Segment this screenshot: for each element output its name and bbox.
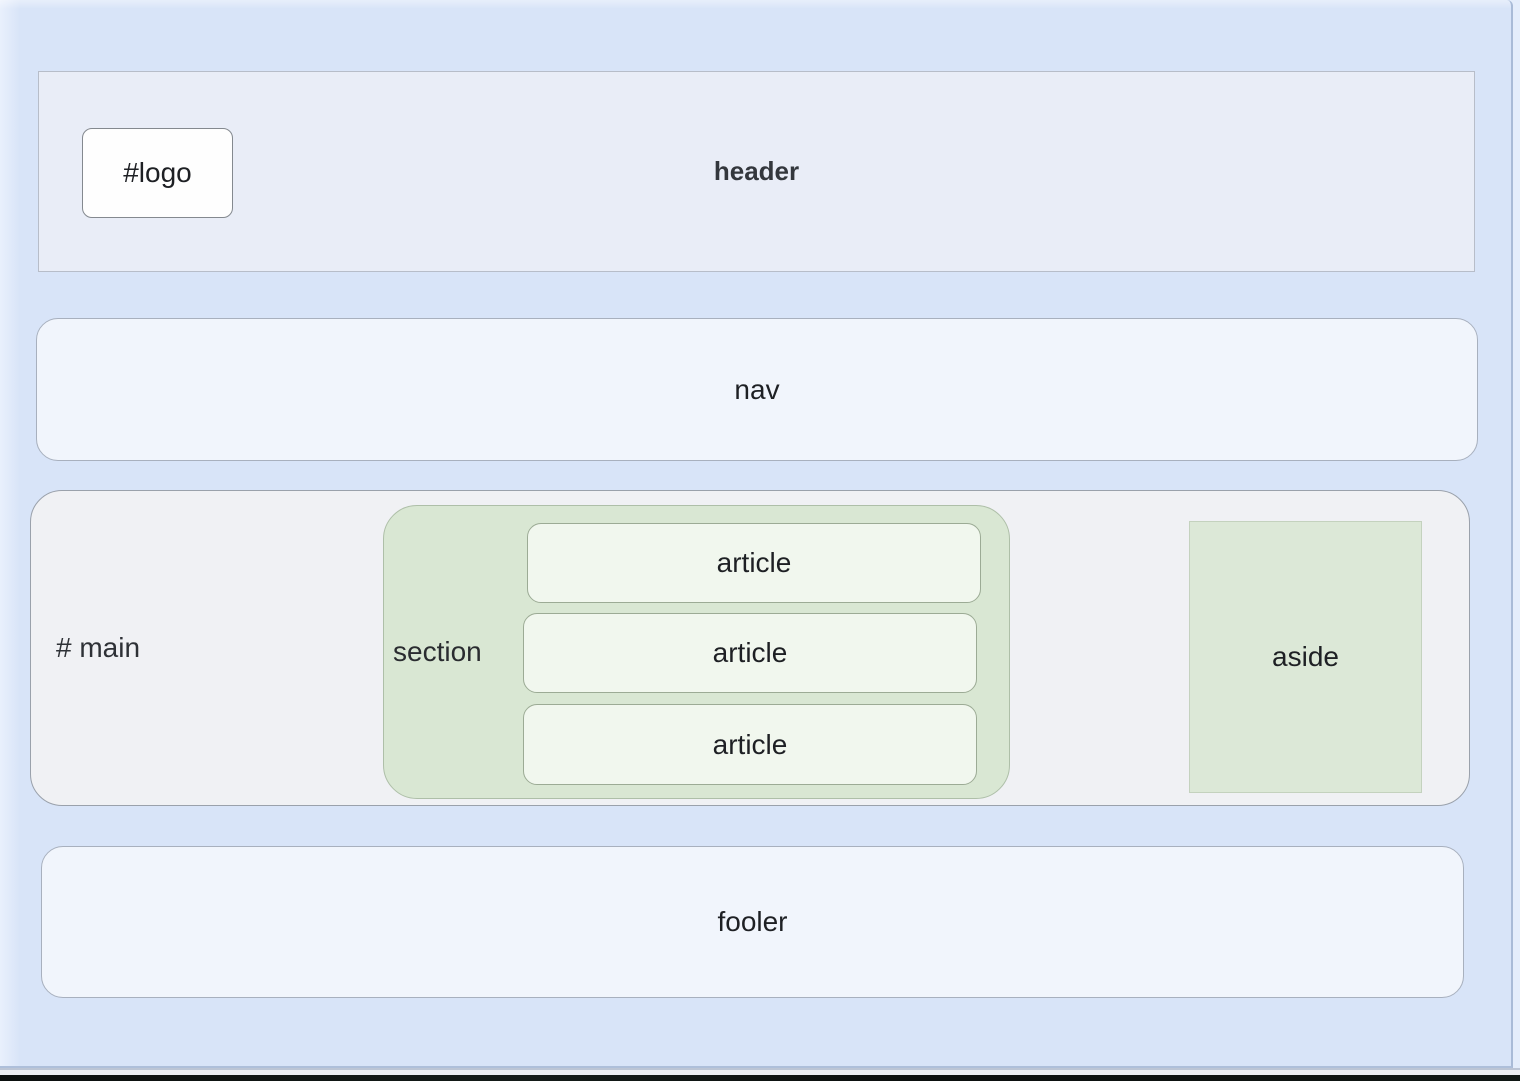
aside-label: aside <box>1272 641 1339 672</box>
footer-box: fooler <box>41 846 1464 998</box>
article-label: article <box>716 547 792 578</box>
logo-label: #logo <box>123 157 192 188</box>
nav-label: nav <box>734 373 780 405</box>
window-bottom-strip <box>0 1068 1520 1075</box>
header-box: header <box>38 71 1475 272</box>
window-bottom-bar <box>0 1075 1520 1081</box>
section-label: section <box>393 636 482 667</box>
logo-box: #logo <box>82 128 233 218</box>
article-label: article <box>712 637 788 668</box>
article-label: article <box>712 728 788 760</box>
article-box-2: article <box>523 613 977 693</box>
aside-box: aside <box>1189 521 1422 793</box>
article-box-3: article <box>523 704 977 785</box>
footer-label: fooler <box>717 906 788 937</box>
main-label: # main <box>56 632 141 663</box>
nav-box: nav <box>36 318 1478 461</box>
header-label: header <box>713 156 800 186</box>
article-box-1: article <box>527 523 981 603</box>
